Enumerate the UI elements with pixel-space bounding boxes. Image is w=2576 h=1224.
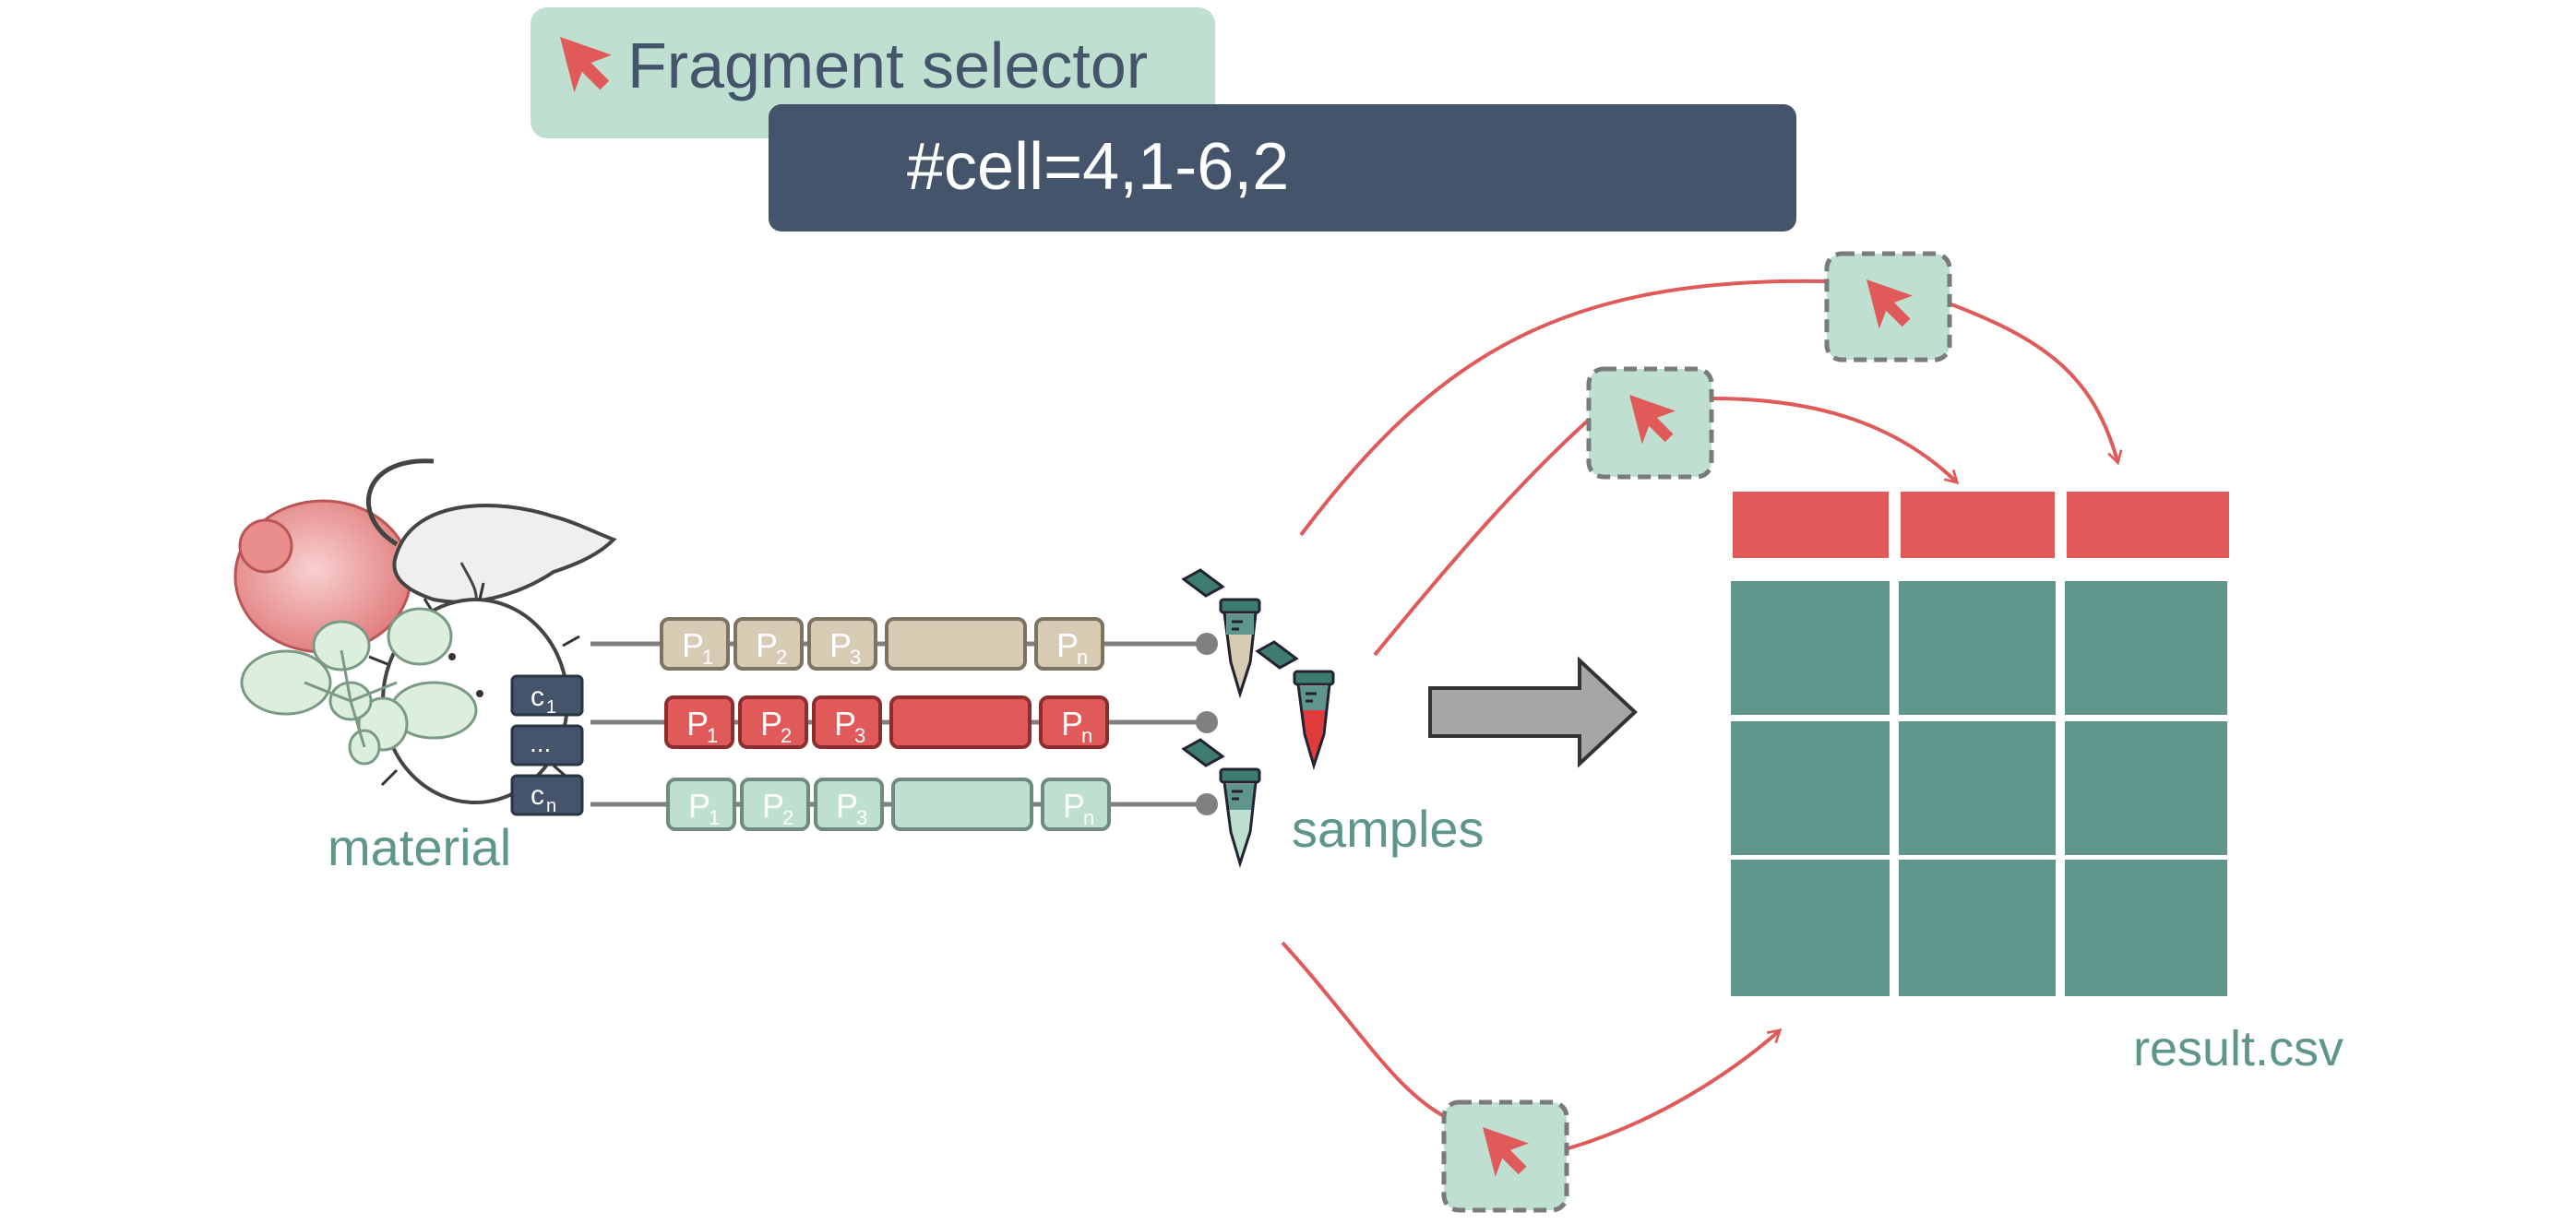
table-cell	[2065, 721, 2227, 855]
protein-subscript: n	[1083, 806, 1094, 829]
sample-tube-icon	[1255, 640, 1335, 771]
protein-subscript: n	[1081, 724, 1092, 747]
protein-letter: P	[756, 626, 778, 664]
protein-box-2: P2	[733, 617, 804, 671]
fragment-pointer-box-middle[interactable]	[1586, 366, 1714, 480]
table-cell	[1899, 721, 2056, 855]
protein-subscript: 1	[702, 646, 713, 669]
protein-letter: P	[762, 787, 784, 825]
protein-subscript: 2	[782, 806, 793, 829]
cell-badge-cn: c n	[510, 774, 584, 816]
protein-row-end-dot	[1196, 793, 1218, 815]
svg-text:c: c	[531, 682, 544, 712]
protein-box-4	[889, 695, 1032, 749]
table-header-cell	[1733, 492, 1889, 558]
protein-subscript: 1	[707, 724, 718, 747]
table-cell	[1731, 581, 1890, 715]
protein-box-2: P2	[740, 778, 810, 831]
result-table	[1731, 492, 2229, 996]
protein-box-5: Pn	[1039, 695, 1109, 749]
fragment-selector-title: Fragment selector	[627, 30, 1148, 101]
protein-letter: P	[1061, 705, 1083, 743]
table-cell	[1899, 581, 2056, 715]
protein-box-3: P3	[814, 778, 884, 831]
protein-subscript: 2	[776, 646, 787, 669]
protein-letter: P	[1056, 626, 1079, 664]
connector-middle-in	[1373, 418, 1591, 657]
table-header-cell	[2067, 492, 2229, 558]
protein-box-4	[885, 617, 1027, 671]
protein-subscript: 3	[856, 806, 867, 829]
connector-bottom-in	[1281, 941, 1445, 1118]
sample-tube-icon	[1181, 568, 1261, 699]
protein-box-5: Pn	[1034, 617, 1104, 671]
connector-top-out	[1950, 303, 2123, 466]
protein-box-1: P1	[666, 778, 736, 831]
protein-box-4	[891, 778, 1033, 831]
protein-row-end-dot	[1196, 633, 1218, 655]
protein-subscript: n	[1077, 646, 1088, 669]
sample-tube-icon	[1181, 738, 1261, 869]
table-header-cell	[1901, 492, 2055, 558]
plant-icon	[240, 607, 478, 766]
svg-text:c: c	[531, 780, 544, 811]
samples-label: samples	[1292, 800, 1485, 858]
protein-letter: P	[688, 787, 710, 825]
protein-letter: P	[760, 705, 782, 743]
table-cell	[1731, 860, 1890, 996]
protein-box-3: P3	[812, 695, 882, 749]
protein-box-1: P1	[664, 695, 734, 749]
fragment-pointer-box-bottom[interactable]	[1441, 1099, 1569, 1213]
protein-subscript: 3	[850, 646, 861, 669]
table-cell	[2065, 581, 2227, 715]
protein-box-2: P2	[738, 695, 808, 749]
selector-value: #cell=4,1-6,2	[907, 130, 1289, 204]
protein-letter: P	[836, 787, 858, 825]
fragment-pointer-box-top[interactable]	[1824, 251, 1952, 362]
connector-top-in	[1299, 279, 1828, 537]
protein-row-end-dot	[1196, 711, 1218, 733]
protein-subscript: 2	[781, 724, 792, 747]
connector-lines	[1281, 279, 2123, 1150]
protein-letter: P	[834, 705, 856, 743]
fragment-selector-header: Fragment selector	[531, 7, 1215, 138]
protein-letter: P	[682, 626, 704, 664]
svg-text:1: 1	[546, 697, 556, 718]
protein-box-5: Pn	[1041, 778, 1111, 831]
table-cell	[1899, 860, 2056, 996]
connector-bottom-out	[1568, 1028, 1783, 1150]
result-label: result.csv	[2133, 1021, 2343, 1076]
cell-badge-ellipsis: ...	[510, 724, 584, 766]
protein-subscript: 3	[854, 724, 865, 747]
protein-box-3: P3	[807, 617, 877, 671]
table-cell	[2065, 860, 2227, 996]
table-cell	[1731, 721, 1890, 855]
right-arrow-icon	[1428, 656, 1638, 768]
protein-letter: P	[686, 705, 709, 743]
rat-icon	[365, 458, 617, 610]
protein-subscript: 1	[709, 806, 720, 829]
connector-middle-out	[1711, 397, 1960, 485]
svg-text:n: n	[546, 796, 556, 816]
protein-box-1: P1	[660, 617, 730, 671]
selector-value-box: #cell=4,1-6,2	[769, 104, 1796, 232]
protein-letter: P	[829, 626, 852, 664]
material-label: material	[328, 818, 511, 876]
protein-letter: P	[1063, 787, 1085, 825]
svg-text:...: ...	[530, 729, 551, 757]
cell-badge-c1: c 1	[510, 674, 584, 718]
